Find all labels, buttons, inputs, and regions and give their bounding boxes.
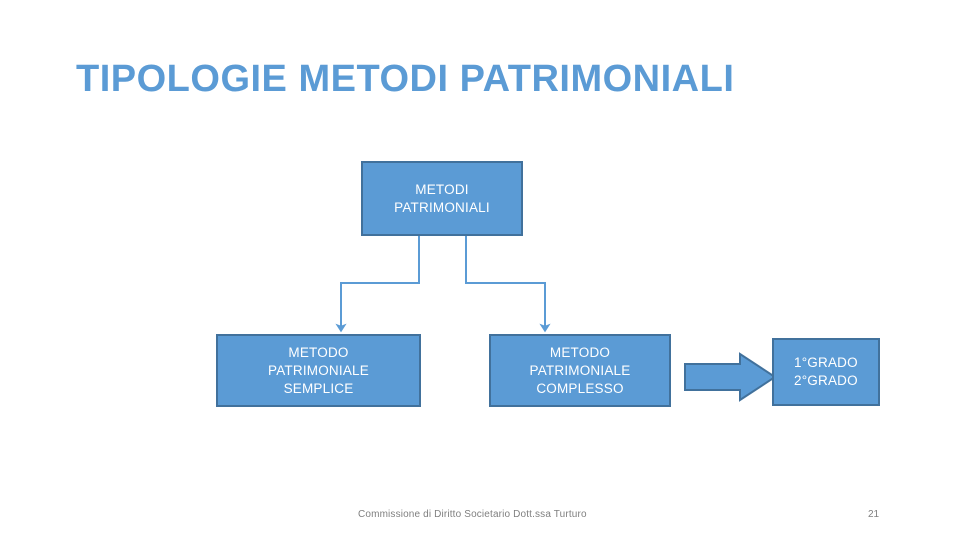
connector-root-to-simple — [335, 236, 420, 333]
block-arrow-right-icon — [684, 352, 777, 402]
connector-root-to-complex — [465, 236, 551, 333]
node-metodi-patrimoniali-line-2: PATRIMONIALI — [394, 199, 490, 215]
node-metodo-patrimoniale-complesso[interactable]: METODO PATRIMONIALE COMPLESSO — [489, 334, 671, 407]
node-metodo-patrimoniale-semplice[interactable]: METODO PATRIMONIALE SEMPLICE — [216, 334, 421, 407]
node-gradi-line-2: 2°GRADO — [794, 373, 858, 388]
node-gradi[interactable]: 1°GRADO 2°GRADO — [772, 338, 880, 406]
node-metodi-patrimoniali-line-1: METODI — [415, 181, 469, 197]
page-title: TIPOLOGIE METODI PATRIMONIALI — [76, 58, 735, 100]
node-metodo-patrimoniale-complesso-line-3: COMPLESSO — [536, 380, 624, 396]
page-number: 21 — [868, 509, 880, 520]
node-metodo-patrimoniale-semplice-line-1: METODO — [288, 344, 349, 360]
node-metodo-patrimoniale-semplice-line-3: SEMPLICE — [283, 380, 354, 396]
footer-note: Commissione di Diritto Societario Dott.s… — [358, 509, 587, 520]
node-gradi-line-1: 1°GRADO — [794, 355, 858, 370]
node-metodi-patrimoniali[interactable]: METODI PATRIMONIALI — [361, 161, 523, 236]
node-metodo-patrimoniale-semplice-line-2: PATRIMONIALE — [268, 362, 369, 378]
node-metodo-patrimoniale-complesso-line-2: PATRIMONIALE — [529, 362, 631, 378]
node-metodo-patrimoniale-complesso-line-1: METODO — [549, 344, 611, 360]
